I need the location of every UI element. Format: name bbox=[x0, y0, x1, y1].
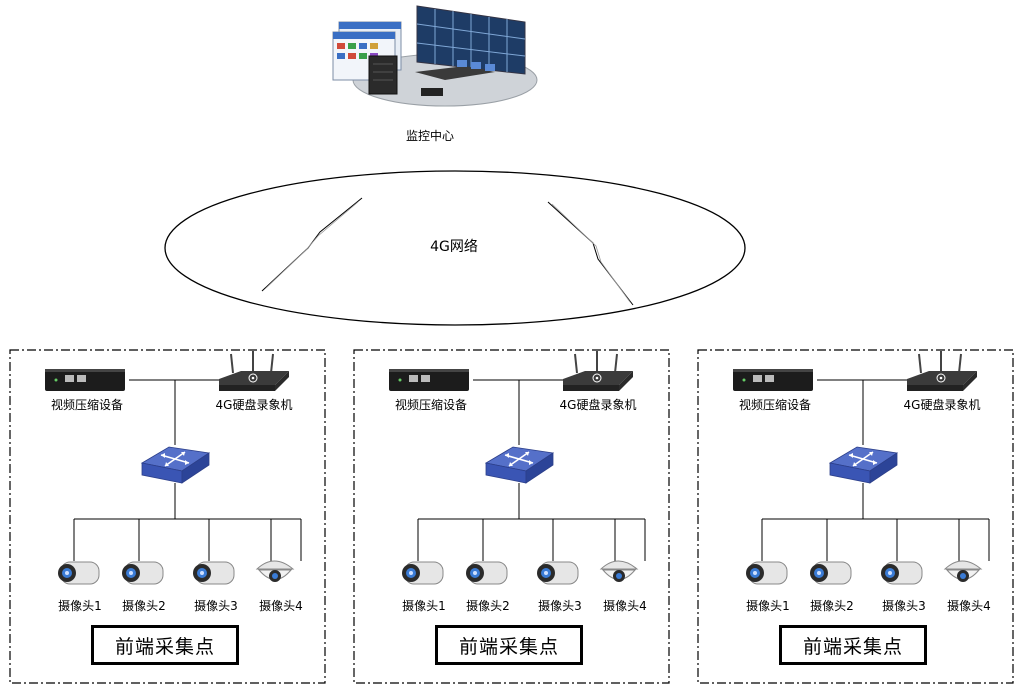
front-end-site: 视频压缩设备 4G硬盘录象机 摄像头1 摄像头2 摄像头3 摄像头4 前端采集点 bbox=[353, 349, 670, 684]
camera-label: 摄像头1 bbox=[58, 599, 102, 613]
dvr-router-icon bbox=[907, 351, 977, 391]
bullet-camera-icon bbox=[537, 561, 579, 585]
bullet-camera-icon bbox=[746, 561, 788, 585]
camera-label: 摄像头1 bbox=[746, 599, 790, 613]
dvr-label: 4G硬盘录象机 bbox=[559, 398, 637, 412]
dvr-router-icon bbox=[563, 351, 633, 391]
dome-camera-icon bbox=[255, 560, 295, 582]
bullet-camera-icon bbox=[466, 561, 508, 585]
site-title: 前端采集点 bbox=[91, 625, 239, 665]
wireless-link-right-shadow bbox=[551, 203, 631, 303]
dvr-label: 4G硬盘录象机 bbox=[903, 398, 981, 412]
network-ellipse bbox=[164, 170, 746, 326]
monitoring-center-label: 监控中心 bbox=[405, 129, 455, 143]
video-encoder-label: 视频压缩设备 bbox=[738, 398, 812, 412]
site-border bbox=[697, 349, 1014, 684]
monitoring-center-icon bbox=[332, 5, 538, 107]
front-end-site: 视频压缩设备 4G硬盘录象机 摄像头1 摄像头2 摄像头3 摄像头4 前端采集点 bbox=[9, 349, 326, 684]
dvr-label: 4G硬盘录象机 bbox=[215, 398, 293, 412]
video-encoder-label: 视频压缩设备 bbox=[50, 398, 124, 412]
camera-label: 摄像头2 bbox=[122, 599, 166, 613]
camera-label: 摄像头4 bbox=[947, 599, 991, 613]
bullet-camera-icon bbox=[810, 561, 852, 585]
camera-label: 摄像头2 bbox=[466, 599, 510, 613]
bullet-camera-icon bbox=[881, 561, 923, 585]
camera-label: 摄像头3 bbox=[194, 599, 238, 613]
video-encoder-label: 视频压缩设备 bbox=[394, 398, 468, 412]
site-diagram bbox=[353, 349, 670, 684]
bullet-camera-icon bbox=[122, 561, 164, 585]
video-encoder-icon bbox=[45, 369, 125, 391]
site-title: 前端采集点 bbox=[435, 625, 583, 665]
dvr-router-icon bbox=[219, 351, 289, 391]
site-title: 前端采集点 bbox=[779, 625, 927, 665]
camera-label: 摄像头3 bbox=[538, 599, 582, 613]
dome-camera-icon bbox=[943, 560, 983, 582]
network-label: 4G网络 bbox=[430, 239, 478, 255]
network-switch-icon bbox=[828, 446, 899, 484]
network-switch-icon bbox=[140, 446, 211, 484]
camera-label: 摄像头3 bbox=[882, 599, 926, 613]
network-switch-icon bbox=[484, 446, 555, 484]
network-cloud bbox=[164, 170, 746, 326]
wireless-link-left-shadow bbox=[265, 201, 359, 289]
camera-label: 摄像头2 bbox=[810, 599, 854, 613]
camera-label: 摄像头4 bbox=[259, 599, 303, 613]
front-end-site: 视频压缩设备 4G硬盘录象机 摄像头1 摄像头2 摄像头3 摄像头4 前端采集点 bbox=[697, 349, 1014, 684]
site-border bbox=[353, 349, 670, 684]
video-encoder-icon bbox=[733, 369, 813, 391]
dome-camera-icon bbox=[599, 560, 639, 582]
bullet-camera-icon bbox=[402, 561, 444, 585]
site-diagram bbox=[9, 349, 326, 684]
bullet-camera-icon bbox=[193, 561, 235, 585]
bullet-camera-icon bbox=[58, 561, 100, 585]
camera-label: 摄像头4 bbox=[603, 599, 647, 613]
video-encoder-icon bbox=[389, 369, 469, 391]
site-diagram bbox=[697, 349, 1014, 684]
site-border bbox=[9, 349, 326, 684]
camera-label: 摄像头1 bbox=[402, 599, 446, 613]
